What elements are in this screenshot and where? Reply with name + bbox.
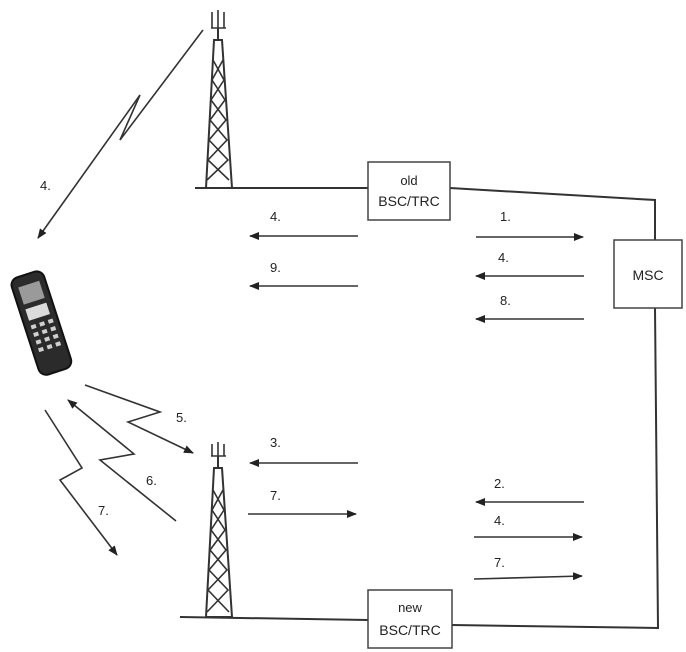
arrow-label: 8. bbox=[500, 293, 511, 308]
new-bsc-line2: BSC/TRC bbox=[379, 622, 440, 638]
arrow-label: 1. bbox=[500, 209, 511, 224]
arrow-label: 4. bbox=[270, 209, 281, 224]
old-bsc-line2: BSC/TRC bbox=[378, 193, 439, 209]
arrow-label: 3. bbox=[270, 435, 281, 450]
radio-link-label: 7. bbox=[98, 503, 109, 518]
msc-label: MSC bbox=[632, 267, 663, 283]
arrow-label: 2. bbox=[494, 476, 505, 491]
radio-link-6: 6. bbox=[67, 399, 177, 522]
radio-link-7: 7. bbox=[44, 409, 118, 556]
msc-node: MSC bbox=[613, 239, 683, 309]
arrow-label: 4. bbox=[494, 513, 505, 528]
mobile-phone-icon bbox=[10, 270, 73, 376]
radio-link-label: 6. bbox=[146, 473, 157, 488]
radio-link-5: 5. bbox=[84, 384, 194, 454]
radio-link-4: 4. bbox=[37, 29, 204, 239]
old-bsc-line1: old bbox=[400, 173, 417, 188]
new-tower-icon bbox=[204, 442, 234, 618]
old-tower-icon bbox=[204, 10, 234, 189]
network-lines bbox=[179, 187, 660, 630]
old-tower-arrows: 4. 9. bbox=[249, 209, 358, 290]
new-bsc-line1: new bbox=[398, 600, 422, 615]
new-tower-arrows: 3. 7. bbox=[248, 435, 358, 518]
arrow-label: 7. bbox=[270, 488, 281, 503]
radio-link-label: 4. bbox=[40, 178, 51, 193]
radio-link-label: 5. bbox=[176, 410, 187, 425]
new-bsc-trc-node: new BSC/TRC bbox=[367, 589, 453, 649]
msc-new-bsc-arrows: 2. 4. 7. bbox=[473, 476, 584, 581]
arrow-label: 7. bbox=[494, 555, 505, 570]
old-bsc-trc-node: old BSC/TRC bbox=[367, 161, 451, 221]
arrow-label: 9. bbox=[270, 260, 281, 275]
msc-old-bsc-arrows: 1. 4. 8. bbox=[475, 209, 584, 323]
arrow-label: 4. bbox=[498, 250, 509, 265]
